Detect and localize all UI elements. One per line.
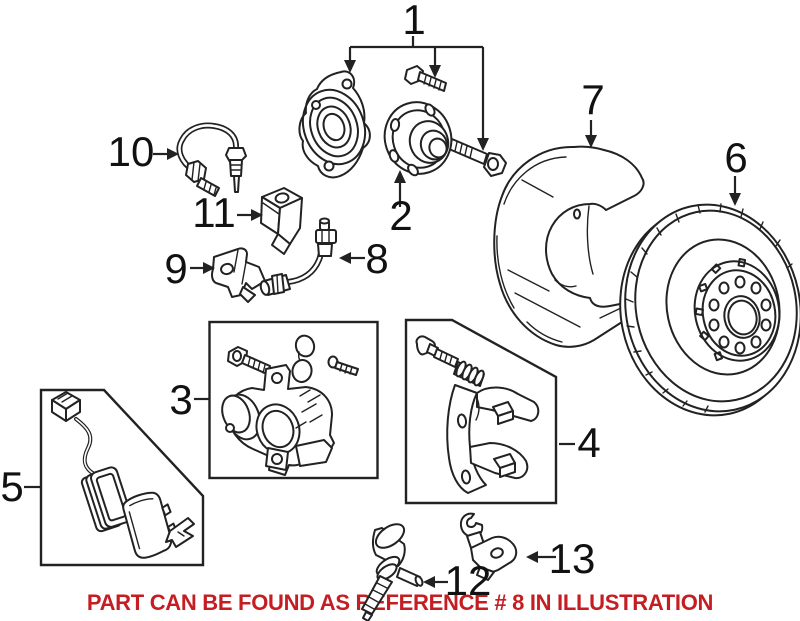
brake-pads-box: [39, 388, 205, 567]
part-3-label: 3: [169, 376, 192, 423]
rotor-vent-ticks: [625, 203, 793, 413]
part-4-label: 4: [577, 419, 600, 466]
part-10-callout: [153, 148, 179, 160]
part-5-label: 5: [0, 463, 23, 510]
caliper-carrier-drawing: [415, 335, 540, 494]
clamp-bracket-drawing: [260, 187, 303, 255]
part-11-label: 11: [192, 189, 236, 236]
part-7-label: 7: [581, 76, 604, 123]
reference-caption: PART CAN BE FOUND AS REFERENCE # 8 IN IL…: [86, 590, 714, 615]
brake-rotor-drawing: [619, 203, 800, 417]
rotor-lug-holes: [708, 275, 772, 355]
rotor-hat-slots: [694, 258, 747, 362]
caliper-box: [208, 320, 379, 480]
wheel-bearing-drawing: [298, 70, 371, 179]
part-10-label: 10: [108, 128, 155, 175]
part-11-callout: [237, 209, 263, 221]
part-2-callout: [394, 170, 406, 207]
part-6-callout: [729, 176, 741, 206]
brake-pads-drawing: [51, 391, 195, 559]
brake-pipe-drawing: [176, 122, 247, 197]
part-12-callout: [423, 576, 448, 588]
part-13-label: 13: [549, 535, 596, 582]
hub-bolt-long-drawing: [448, 138, 507, 177]
part-13-callout: [526, 551, 556, 563]
abs-sensor-drawing: [361, 523, 424, 621]
part-2-label: 2: [389, 192, 412, 239]
part-1-callout: [344, 36, 489, 151]
part-1-label: 1: [402, 0, 425, 43]
part-6-label: 6: [724, 134, 747, 181]
part-9-label: 9: [164, 245, 187, 292]
hub-bolt-short-drawing: [404, 65, 447, 92]
hose-bracket-drawing: [211, 247, 266, 303]
carrier-box: [404, 318, 558, 505]
wheel-hub-drawing: [383, 101, 453, 177]
part-9-callout: [190, 262, 215, 274]
sensor-bracket-drawing: [459, 512, 518, 581]
part-7-callout: [585, 120, 597, 148]
brake-hose-drawing: [259, 217, 337, 296]
part-8-callout: [339, 252, 365, 264]
brake-caliper-drawing: [221, 334, 359, 476]
part-8-label: 8: [365, 235, 388, 282]
splash-shield-drawing: [493, 145, 645, 348]
part-12-label: 12: [445, 557, 492, 604]
